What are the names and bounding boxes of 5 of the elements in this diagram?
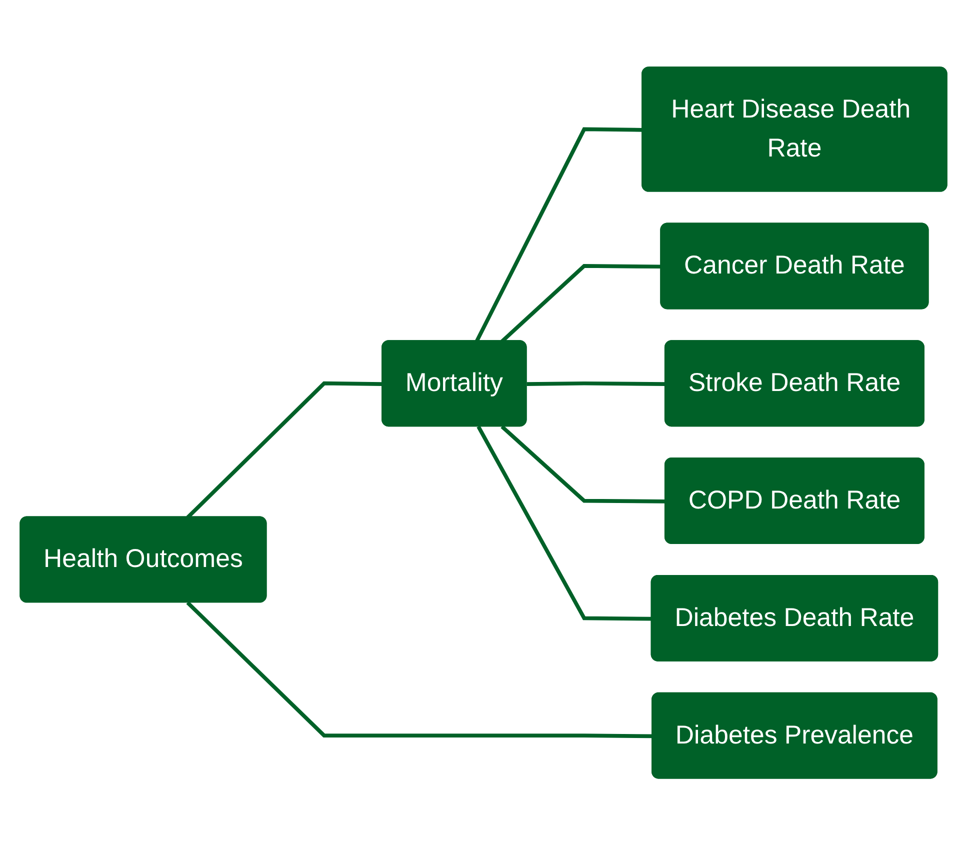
connector (474, 127, 643, 342)
connector (476, 425, 652, 621)
connector (186, 601, 653, 738)
connector (500, 424, 666, 504)
connector (526, 381, 666, 386)
